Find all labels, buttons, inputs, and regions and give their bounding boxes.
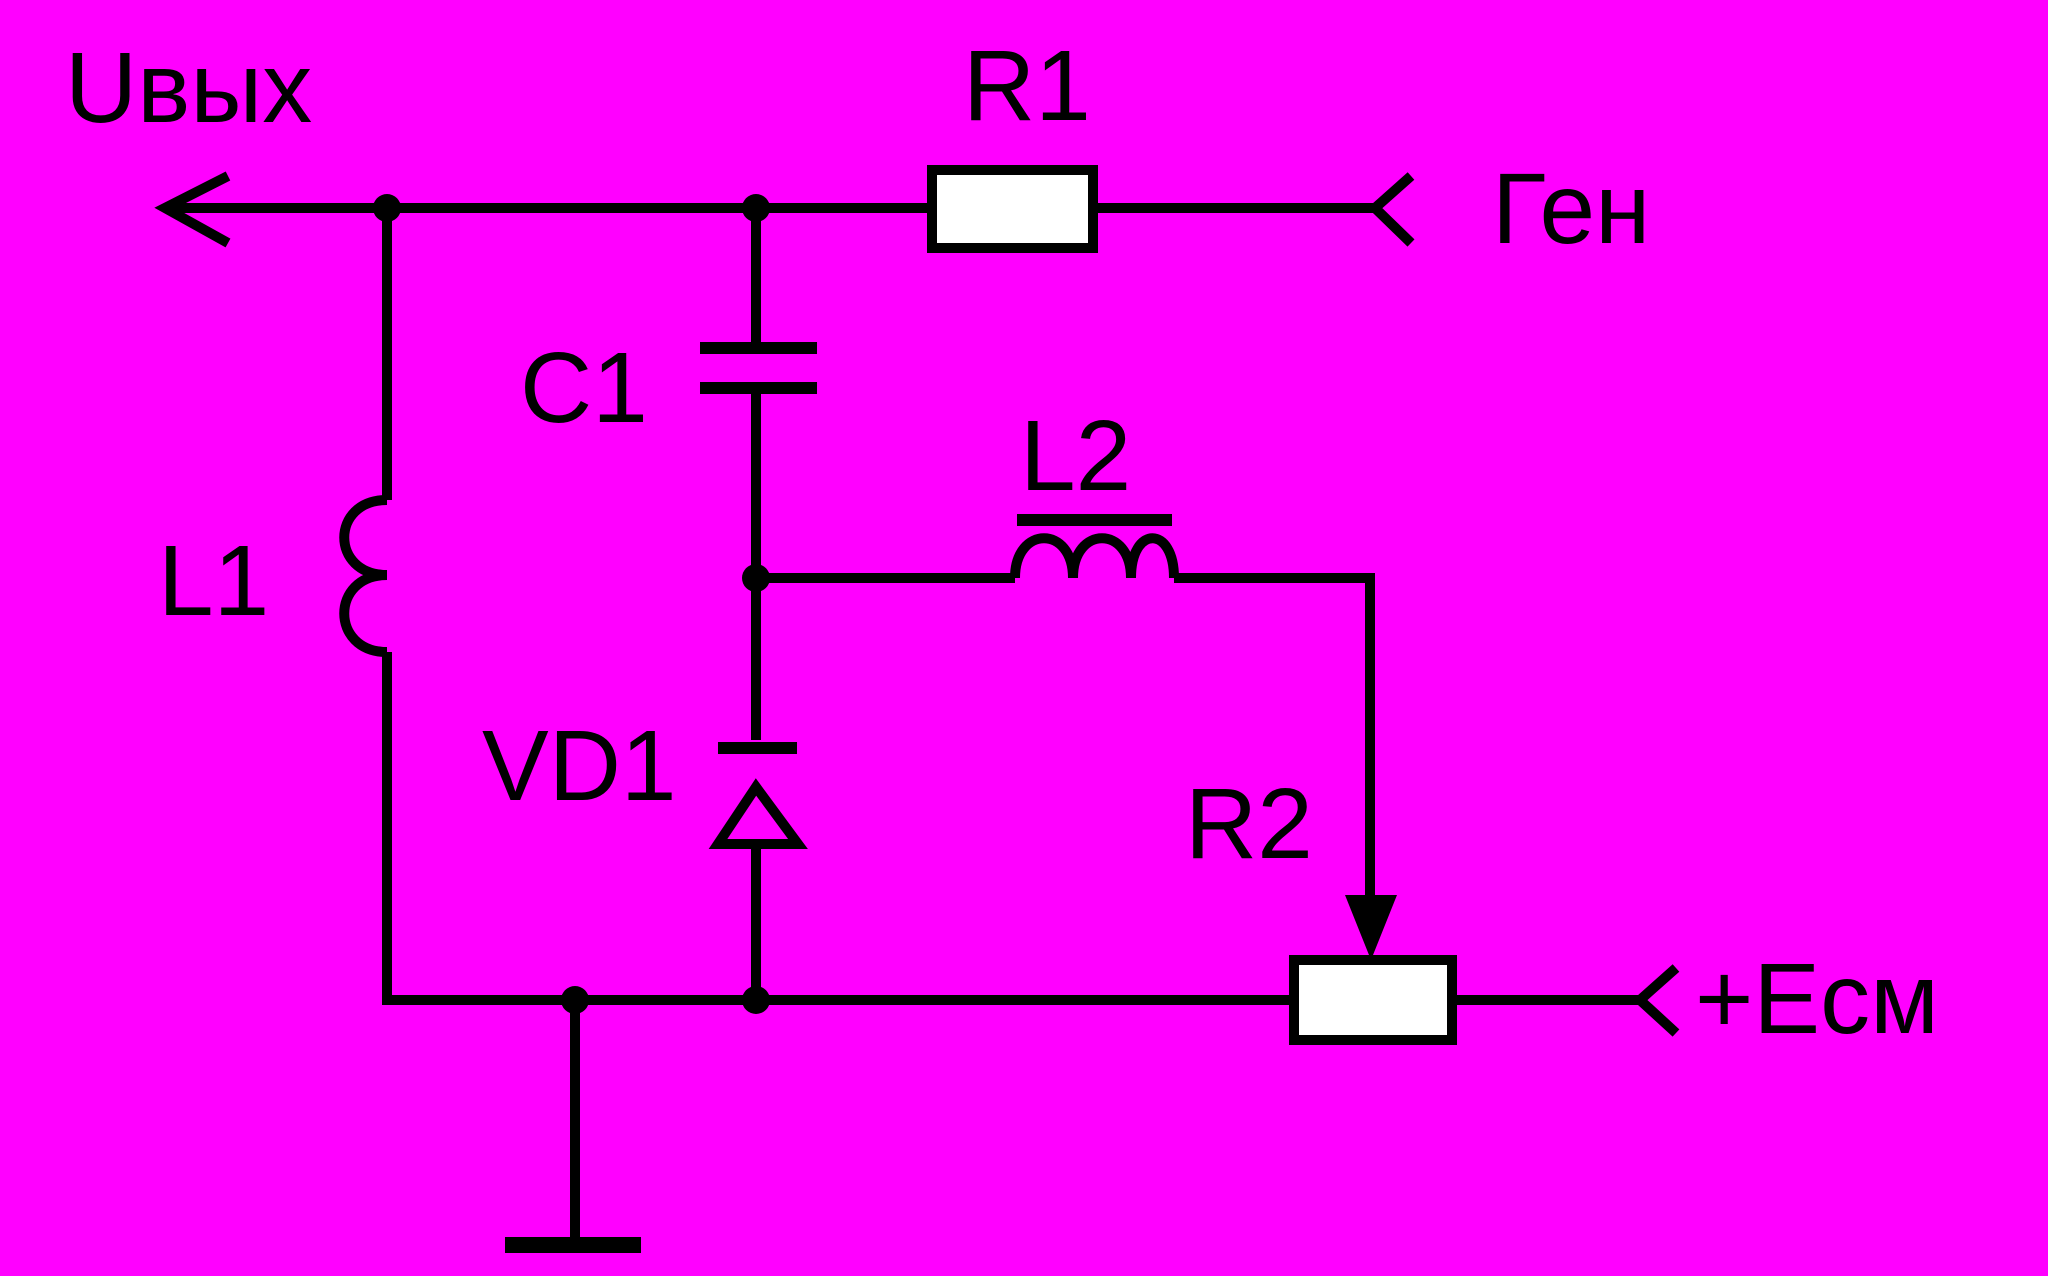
junction-dot: [561, 986, 589, 1014]
wire-l1-bottom: [382, 652, 1293, 1005]
junction-dot: [742, 194, 770, 222]
inductor-l1: [339, 495, 388, 657]
resistor-r1: [927, 165, 1098, 253]
r2-wiper-arrow-icon: [1345, 895, 1397, 960]
varicap-vd1-diode-icon: [708, 778, 808, 849]
capacitor-c1: [700, 342, 817, 394]
resistor-r2: [1289, 955, 1457, 1045]
label-bias: +Eсм: [1695, 943, 1939, 1055]
label-generator: Ген: [1492, 153, 1650, 265]
label-r1: R1: [963, 30, 1091, 142]
generator-terminal-icon: [1367, 172, 1415, 247]
label-vd1: VD1: [482, 710, 677, 822]
wire-l2-right: [1174, 573, 1375, 920]
label-output: Uвых: [65, 32, 312, 144]
label-r2: R2: [1185, 768, 1313, 880]
junction-dot: [742, 564, 770, 592]
output-arrow-icon: [154, 171, 231, 248]
bias-terminal-icon: [1632, 964, 1680, 1037]
junction-dot: [373, 194, 401, 222]
inductor-l2: [1010, 533, 1179, 579]
junction-dot: [742, 986, 770, 1014]
label-l2: L2: [1020, 400, 1131, 512]
label-l1: L1: [158, 525, 269, 637]
label-c1: C1: [520, 332, 648, 444]
